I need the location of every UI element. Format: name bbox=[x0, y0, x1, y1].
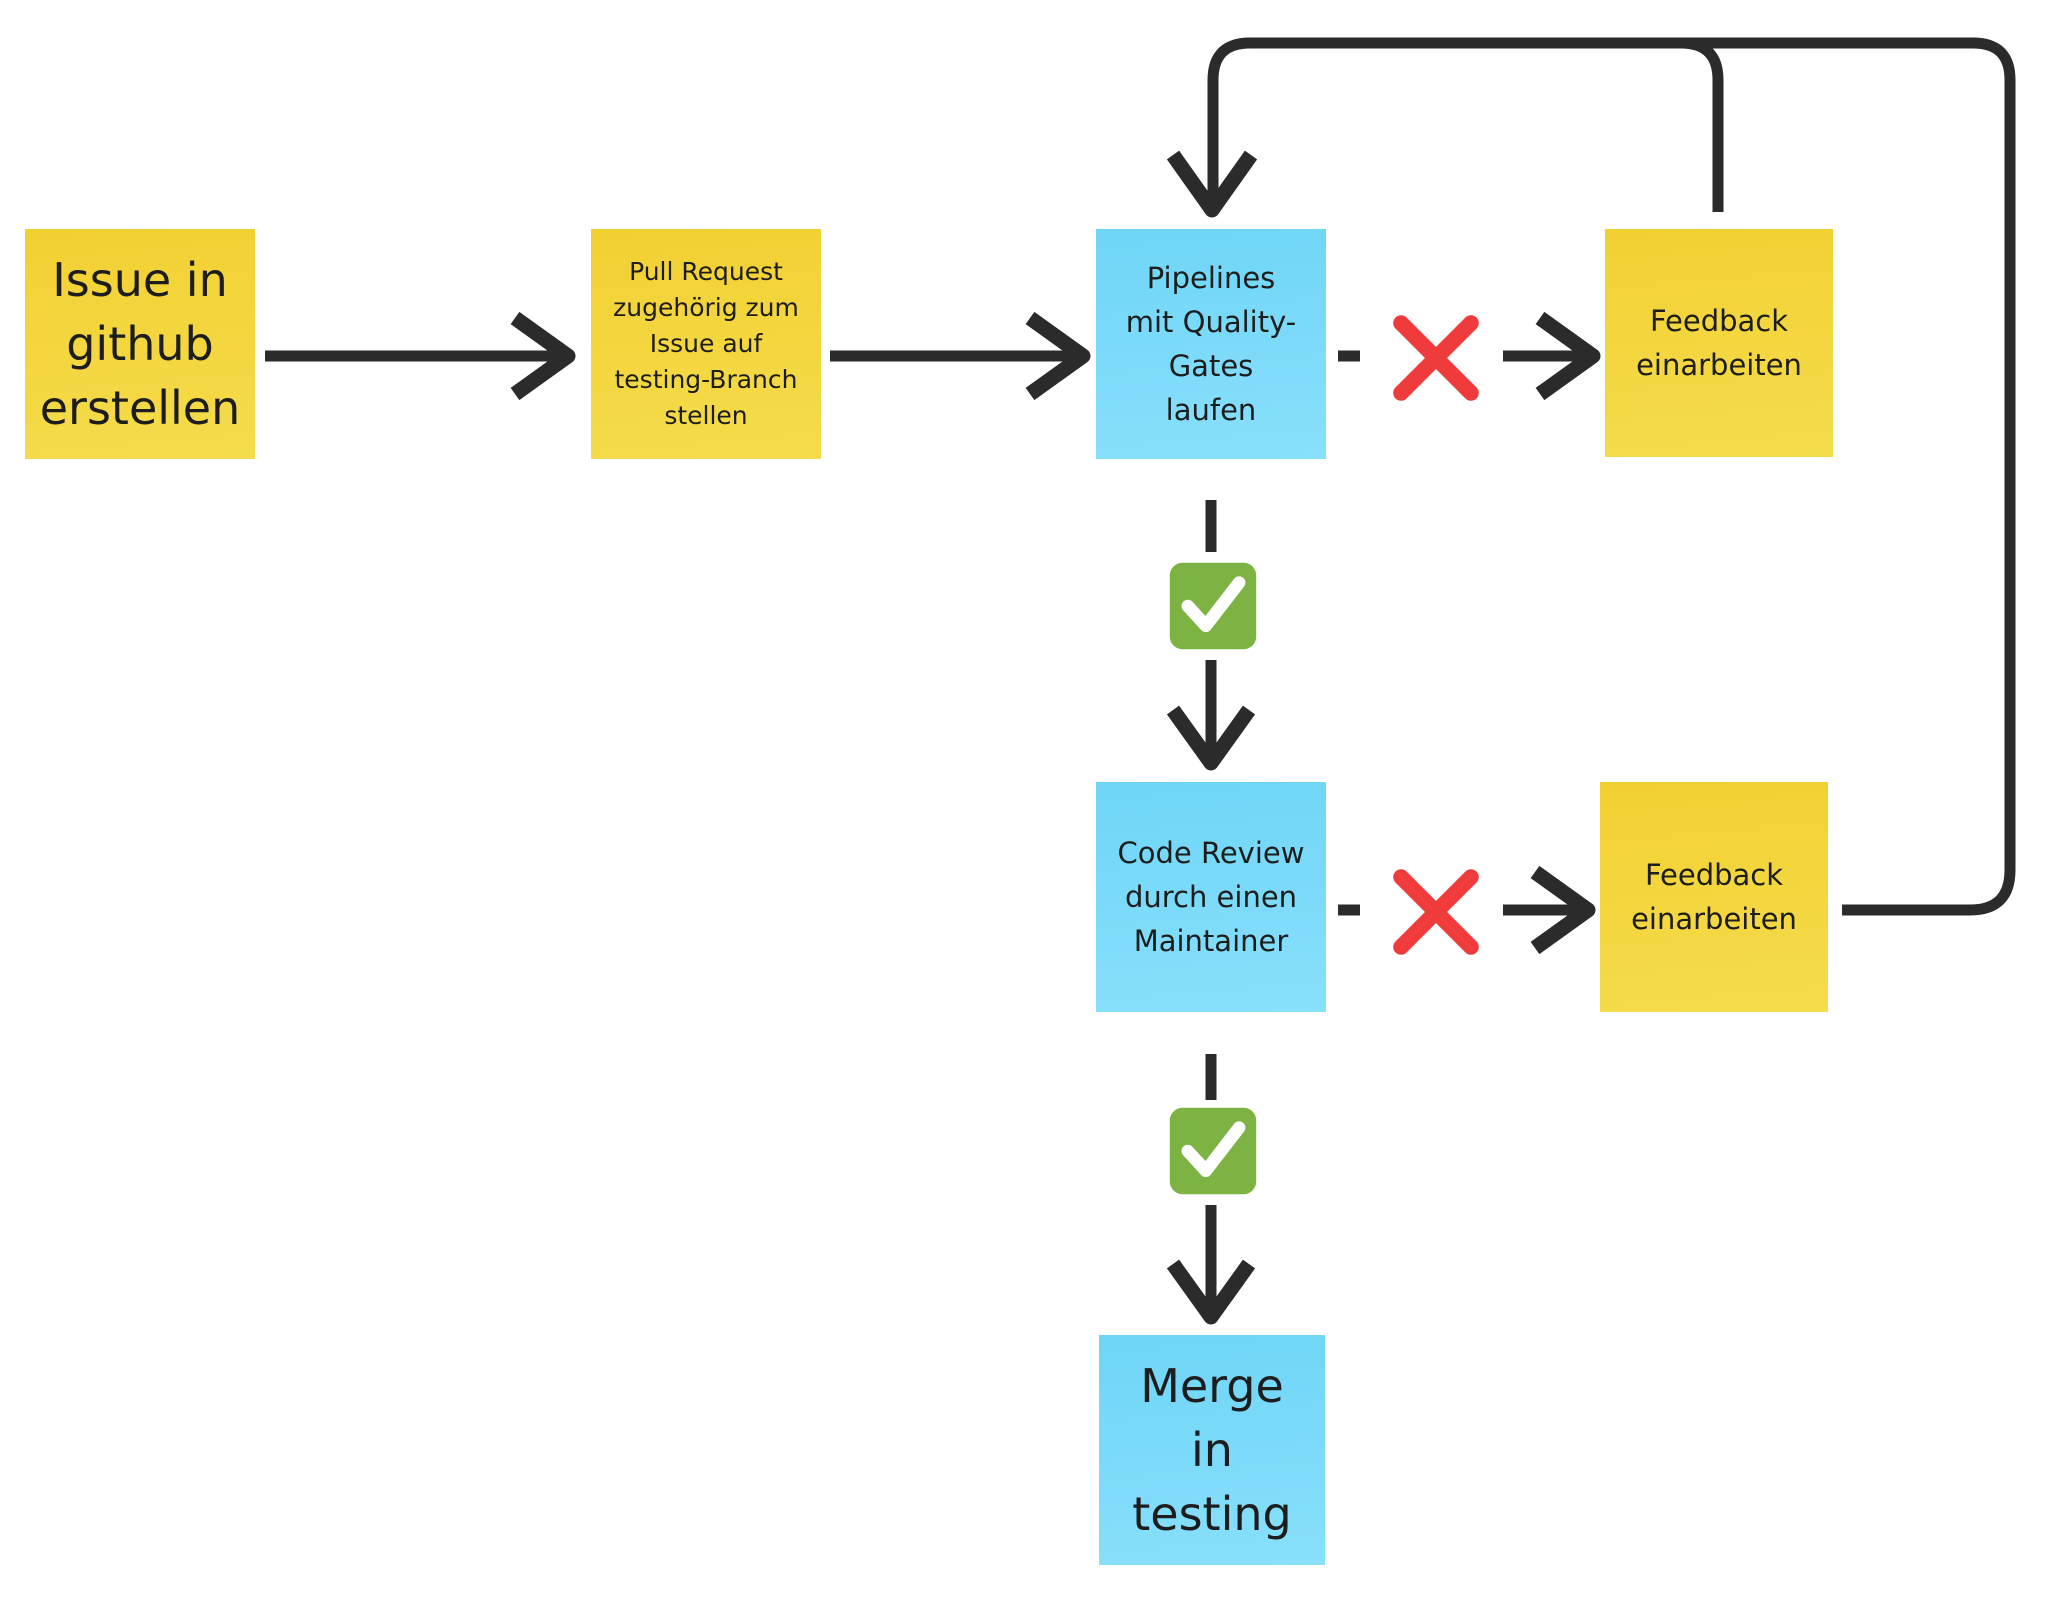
note-pull-request-text: Pull Request zugehörig zum Issue auf tes… bbox=[613, 257, 799, 430]
note-feedback-bottom: Feedback einarbeiten bbox=[1600, 782, 1828, 1032]
cross-icon bbox=[1401, 877, 1471, 947]
note-merge-text: Merge in testing bbox=[1132, 1359, 1292, 1541]
arrowhead-loop-to-pipelines bbox=[1166, 150, 1258, 218]
arrowhead-review-to-feedback bbox=[1530, 865, 1596, 955]
note-code-review-text: Code Review durch einen Maintainer bbox=[1117, 836, 1305, 958]
check-icon bbox=[1170, 563, 1256, 649]
arrowhead-pipelines-to-feedback bbox=[1535, 311, 1601, 401]
arrowhead-issue-to-pr bbox=[510, 311, 576, 401]
note-pipelines-text: Pipelines mit Quality- Gates laufen bbox=[1125, 261, 1297, 427]
arrowhead-pipelines-to-review bbox=[1166, 705, 1256, 771]
note-code-review: Code Review durch einen Maintainer bbox=[1096, 782, 1326, 1032]
cross-icon bbox=[1401, 323, 1471, 393]
note-pull-request: Pull Request zugehörig zum Issue auf tes… bbox=[591, 229, 821, 479]
arrowhead-pr-to-pipelines bbox=[1025, 311, 1091, 401]
edge-feedback-top-loop bbox=[1207, 37, 1724, 212]
note-issue-in-github: Issue in github erstellen bbox=[25, 229, 255, 479]
note-feedback-top-text: Feedback einarbeiten bbox=[1636, 304, 1802, 382]
note-feedback-bottom-text: Feedback einarbeiten bbox=[1631, 858, 1797, 936]
note-feedback-top: Feedback einarbeiten bbox=[1605, 229, 1833, 477]
check-icon bbox=[1170, 1108, 1256, 1194]
arrowhead-review-to-merge bbox=[1166, 1259, 1256, 1325]
note-pipelines: Pipelines mit Quality- Gates laufen bbox=[1096, 229, 1326, 479]
note-issue-text: Issue in github erstellen bbox=[39, 253, 241, 435]
note-merge-in-testing: Merge in testing bbox=[1099, 1335, 1325, 1585]
edge-feedback-bottom-loop bbox=[1681, 37, 2016, 916]
